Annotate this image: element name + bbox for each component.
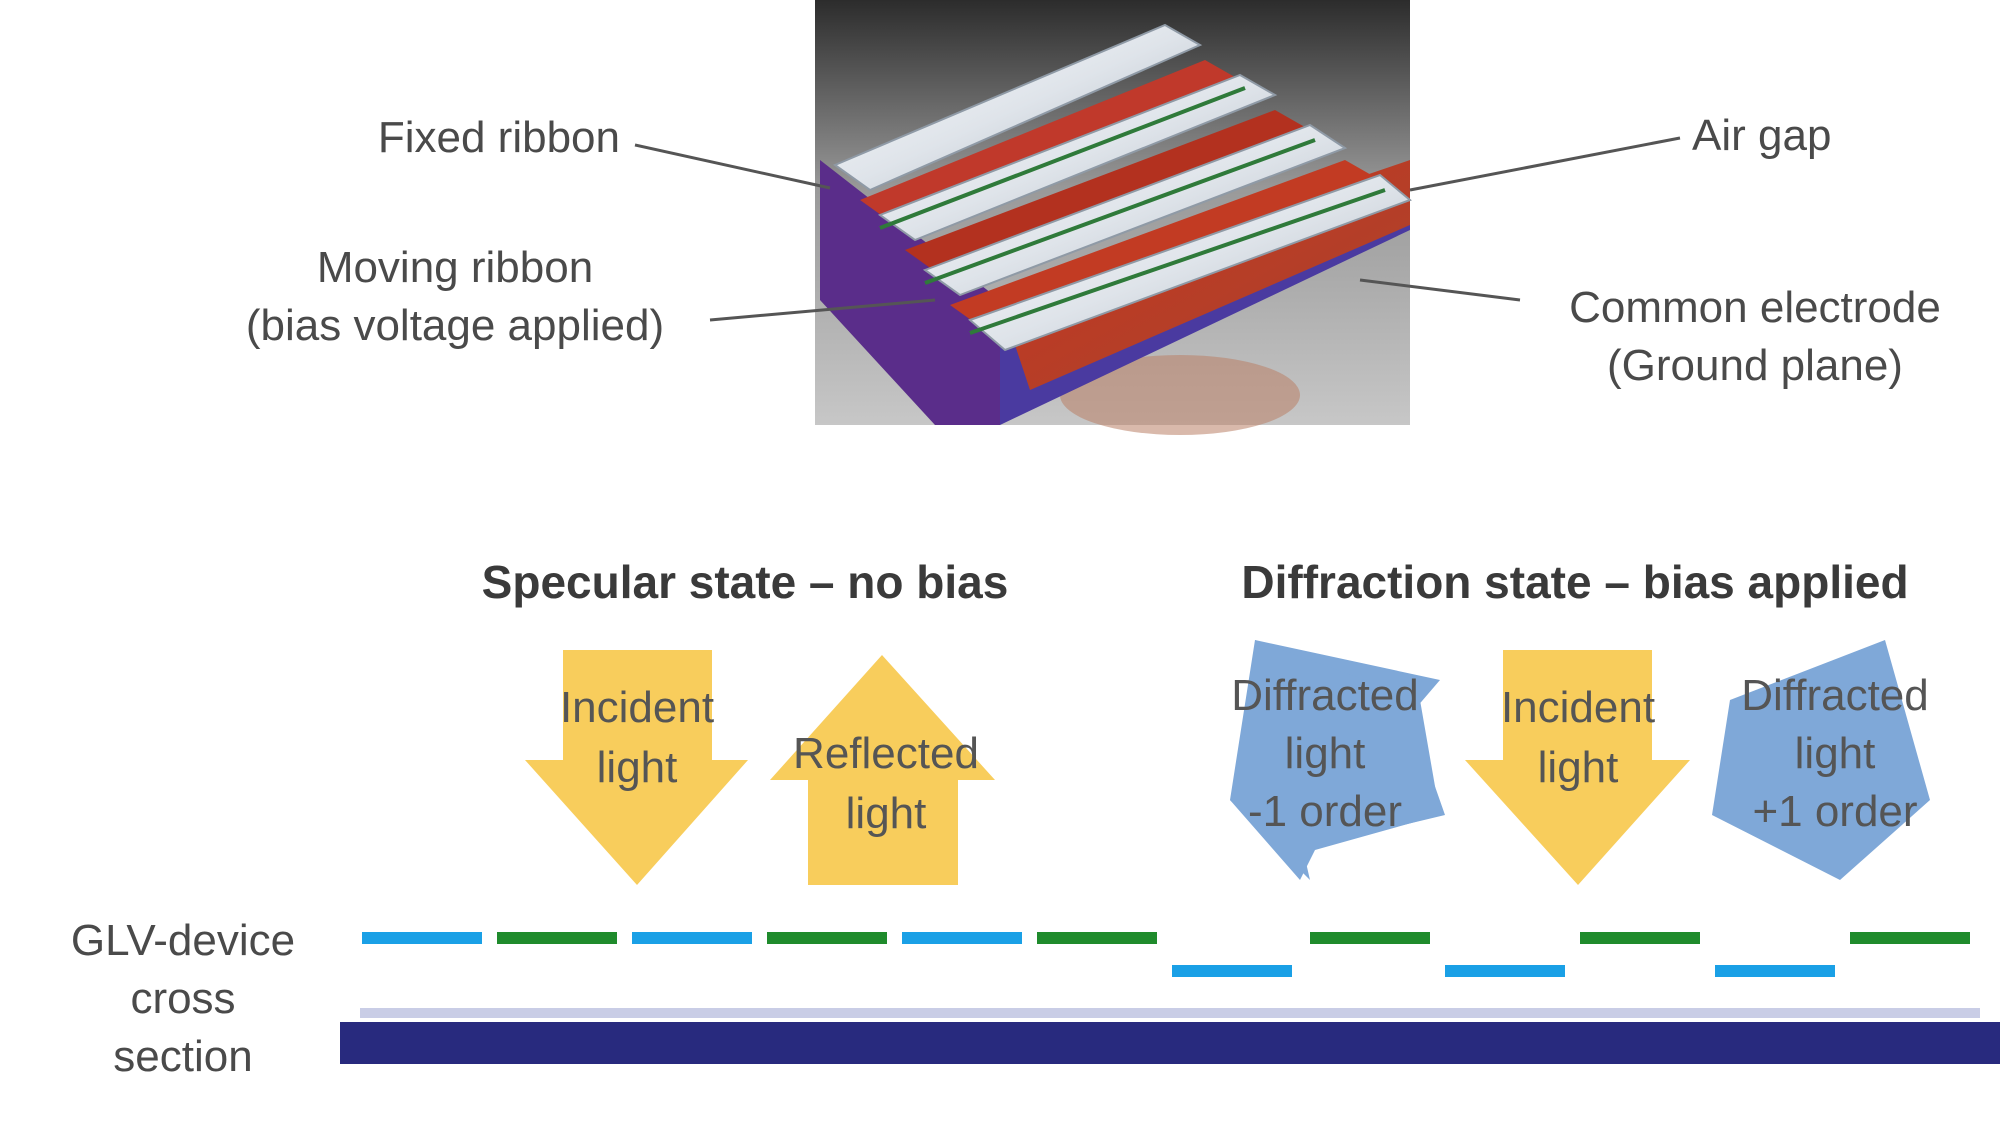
svg-text:Diffracted: Diffracted: [1741, 671, 1929, 720]
diffracted-plus-one-arrow: Diffracted light +1 order: [1712, 640, 1930, 880]
svg-text:Incident: Incident: [1501, 683, 1655, 732]
svg-text:Reflected: Reflected: [793, 729, 979, 778]
diffraction-state-heading: Diffraction state – bias applied: [1241, 556, 1908, 608]
cross-section-label-line3: section: [113, 1032, 252, 1081]
svg-text:light: light: [1538, 743, 1619, 792]
ribbons: [832, 23, 1412, 352]
cross-section-gap-layer: [360, 1008, 1980, 1018]
device-rendering: [815, 0, 1412, 435]
incident-light-arrow-1: Incident light: [525, 650, 748, 885]
moving-ribbon-label: Moving ribbon: [317, 243, 593, 292]
cross-section-ribbons: [362, 932, 1970, 977]
cross-section-substrate: [340, 1022, 2000, 1064]
common-electrode-sublabel: (Ground plane): [1607, 341, 1903, 390]
svg-text:light: light: [597, 743, 678, 792]
cross-section-label-line1: GLV-device: [71, 916, 295, 965]
cross-section-label-line2: cross: [130, 974, 235, 1023]
air-gap-label: Air gap: [1692, 111, 1831, 160]
svg-text:Diffracted: Diffracted: [1231, 671, 1419, 720]
svg-text:Incident: Incident: [560, 683, 714, 732]
diffracted-minus-one-arrow: Diffracted light -1 order: [1230, 640, 1445, 880]
svg-text:-1 order: -1 order: [1248, 787, 1402, 836]
svg-text:light: light: [1795, 729, 1876, 778]
svg-text:light: light: [846, 789, 927, 838]
reflected-light-arrow: Reflected light: [770, 655, 995, 885]
svg-text:+1 order: +1 order: [1752, 787, 1917, 836]
common-electrode-label: Common electrode: [1569, 283, 1941, 332]
specular-state-heading: Specular state – no bias: [482, 556, 1009, 608]
fixed-ribbon-label: Fixed ribbon: [378, 113, 620, 162]
moving-ribbon-sublabel: (bias voltage applied): [246, 301, 664, 350]
leader-lines: [634, 136, 1681, 322]
svg-text:light: light: [1285, 729, 1366, 778]
incident-light-arrow-2: Incident light: [1465, 650, 1690, 885]
